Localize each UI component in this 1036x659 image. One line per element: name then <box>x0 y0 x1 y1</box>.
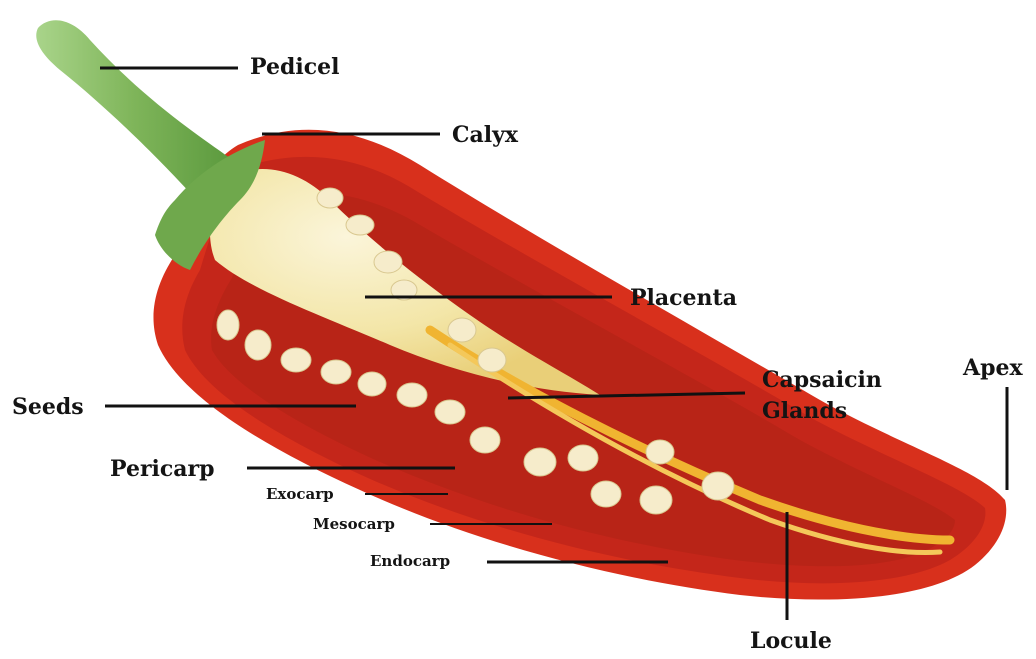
capsaicin-label-line-2: Glands <box>762 396 882 427</box>
seed <box>281 348 311 372</box>
endocarp-label: Endocarp <box>370 554 450 569</box>
placenta-label: Placenta <box>630 287 737 309</box>
pepper-illustration <box>36 20 1006 599</box>
capsaicin-glands-label: Capsaicin Glands <box>762 365 882 427</box>
exocarp-label: Exocarp <box>266 487 334 502</box>
seed <box>568 445 598 471</box>
seed <box>640 486 672 514</box>
seed <box>317 188 343 208</box>
seed <box>397 383 427 407</box>
apex-label: Apex <box>963 357 1023 379</box>
seed <box>245 330 271 360</box>
seed <box>321 360 351 384</box>
seed <box>470 427 500 453</box>
seed <box>217 310 239 340</box>
seed <box>524 448 556 476</box>
seed <box>478 348 506 372</box>
seeds-label: Seeds <box>12 396 84 418</box>
seed <box>435 400 465 424</box>
seed <box>346 215 374 235</box>
seed <box>374 251 402 273</box>
pericarp-label: Pericarp <box>110 458 215 480</box>
calyx-label: Calyx <box>452 124 518 146</box>
seed <box>448 318 476 342</box>
mesocarp-label: Mesocarp <box>313 517 395 532</box>
seed <box>591 481 621 507</box>
pedicel-label: Pedicel <box>250 56 339 78</box>
capsaicin-label-line-1: Capsaicin <box>762 365 882 396</box>
stem-shape <box>36 20 230 195</box>
seed <box>646 440 674 464</box>
seed <box>702 472 734 500</box>
locule-label: Locule <box>750 630 832 652</box>
seed <box>358 372 386 396</box>
